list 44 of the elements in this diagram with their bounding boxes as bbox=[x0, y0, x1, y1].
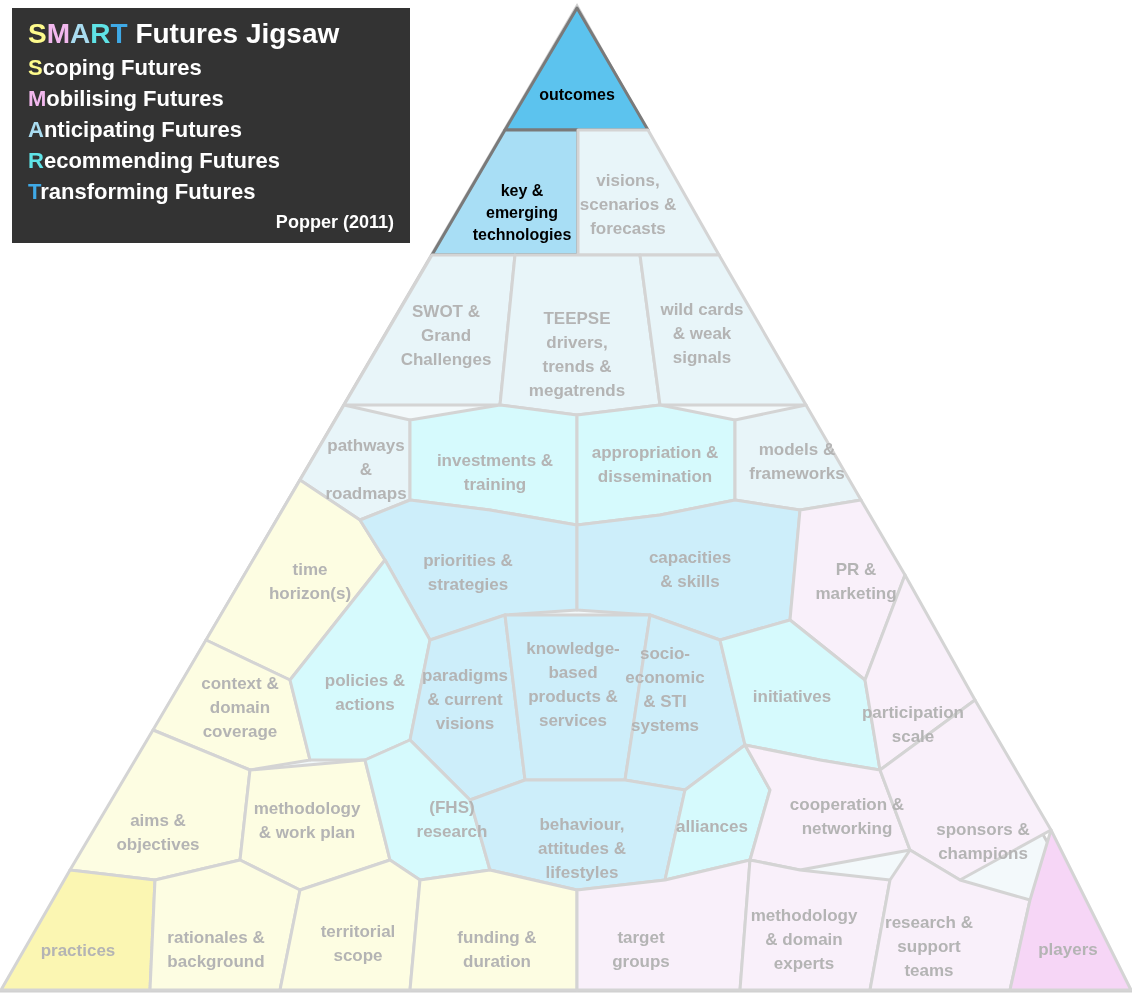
piece-label: methodology & domain experts bbox=[749, 905, 859, 975]
piece-label: socio-economic & STI systems bbox=[624, 643, 706, 737]
piece-label: methodology & work plan bbox=[252, 798, 362, 844]
piece-label: practices bbox=[39, 940, 117, 962]
piece-label: pathways & roadmaps bbox=[324, 435, 408, 505]
piece-label: key & emerging technologies bbox=[471, 181, 573, 245]
piece-label: priorities & strategies bbox=[422, 550, 514, 596]
piece-label: SWOT & Grand Challenges bbox=[399, 301, 493, 371]
title-text: SMART Futures Jigsaw bbox=[28, 17, 340, 51]
piece-label: visions, scenarios & forecasts bbox=[578, 170, 678, 240]
info-panel bbox=[12, 8, 410, 243]
piece-label: outcomes bbox=[538, 85, 616, 105]
piece-label: (FHS) research bbox=[415, 797, 489, 843]
piece-label: wild cards & weak signals bbox=[659, 299, 745, 369]
piece-label: paradigms & current visions bbox=[421, 665, 509, 735]
piece-label: models & frameworks bbox=[749, 439, 845, 485]
piece-label: rationales & background bbox=[166, 927, 266, 973]
piece-label: research & support teams bbox=[884, 912, 974, 982]
piece-label: policies & actions bbox=[324, 670, 406, 716]
piece-label: time horizon(s) bbox=[267, 559, 353, 605]
step-text: Mobilising Futures bbox=[28, 85, 224, 113]
piece-label: initiatives bbox=[751, 686, 833, 708]
piece-label: cooperation & networking bbox=[789, 794, 905, 840]
piece-label: appropriation & dissemination bbox=[590, 442, 720, 488]
piece-label: players bbox=[1037, 939, 1099, 961]
step-text: Recommending Futures bbox=[28, 147, 281, 175]
piece-label: investments & training bbox=[436, 450, 554, 496]
piece-label: target groups bbox=[611, 927, 671, 973]
piece-label: territorial scope bbox=[319, 921, 397, 967]
piece-label: knowledge-based products & services bbox=[525, 638, 621, 732]
step-text: Transforming Futures bbox=[28, 178, 256, 206]
piece-label: aims & objectives bbox=[115, 810, 201, 856]
step-text: Scoping Futures bbox=[28, 54, 202, 82]
piece-label: capacities & skills bbox=[647, 547, 733, 593]
piece-label: funding & duration bbox=[456, 927, 538, 973]
piece-label: alliances bbox=[675, 816, 749, 838]
piece-label: PR & marketing bbox=[814, 559, 898, 605]
citation-text: Popper (2011) bbox=[275, 211, 394, 234]
piece-label: sponsors & champions bbox=[935, 819, 1031, 865]
piece-label: behaviour, attitudes & lifestyles bbox=[537, 814, 627, 884]
piece-label: TEEPSE drivers, trends & megatrends bbox=[527, 308, 627, 402]
piece-label: context & domain coverage bbox=[200, 673, 280, 743]
piece-label: participation scale bbox=[861, 702, 965, 748]
step-text: Anticipating Futures bbox=[28, 116, 243, 144]
